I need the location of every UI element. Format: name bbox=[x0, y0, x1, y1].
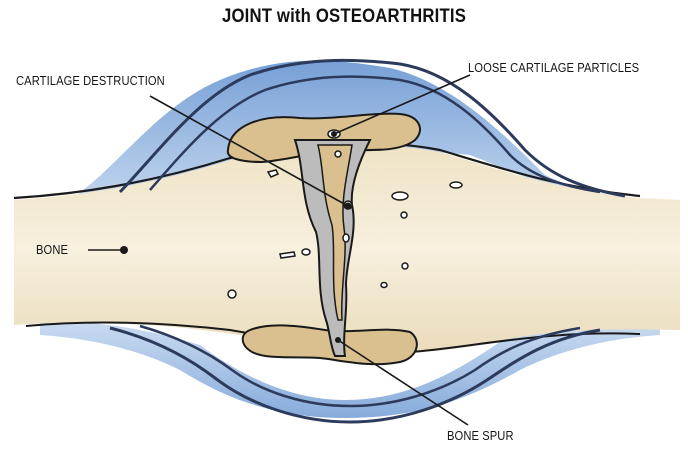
label-bone: BONE bbox=[36, 242, 68, 257]
diagram-title: JOINT with OSTEOARTHRITIS bbox=[41, 6, 646, 28]
label-loose-cartilage-particles: LOOSE CARTILAGE PARTICLES bbox=[468, 60, 639, 75]
label-bone-spur: BONE SPUR bbox=[447, 428, 514, 443]
label-cartilage-destruction: CARTILAGE DESTRUCTION bbox=[16, 73, 165, 88]
